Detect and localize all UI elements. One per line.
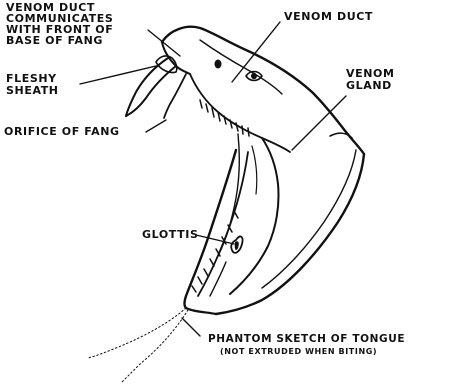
upper-jaw-inner (190, 74, 290, 152)
lower-jaw-bottom (186, 308, 216, 314)
leader-orifice-of-fang (146, 120, 166, 132)
label-phantom-tongue-note: (NOT EXTRUDED WHEN BITING) (220, 347, 377, 356)
labels: VENOM DUCT COMMUNICATES WITH FRONT OF BA… (4, 1, 405, 356)
phantom-tongue-right-tine (122, 310, 188, 382)
label-venom-duct-communicates: VENOM DUCT COMMUNICATES WITH FRONT OF BA… (6, 1, 118, 47)
label-orifice-of-fang: ORIFICE OF FANG (4, 125, 120, 138)
fang (126, 58, 168, 116)
leader-phantom-tongue (182, 318, 200, 336)
lower-jaw-inner (198, 152, 248, 296)
palate-fold (252, 146, 257, 194)
upper-teeth (200, 100, 249, 136)
label-phantom-tongue: PHANTOM SKETCH OF TONGUE (208, 333, 405, 345)
leader-glottis (196, 235, 234, 244)
glottis-opening (235, 241, 239, 250)
nostril (215, 60, 222, 69)
reserve-fang (164, 74, 186, 118)
leader-venom-duct (232, 22, 280, 82)
label-venom-duct: VENOM DUCT (284, 10, 373, 23)
leader-venom-duct-communicates (148, 30, 180, 56)
label-glottis: GLOTTIS (142, 228, 198, 241)
eye-pupil (251, 73, 257, 79)
snake-head-illustration (88, 27, 364, 382)
label-fleshy-sheath: FLESHY SHEATH (6, 72, 61, 97)
label-venom-gland: VENOM GLAND (346, 67, 399, 92)
leader-fleshy-sheath (80, 66, 156, 84)
